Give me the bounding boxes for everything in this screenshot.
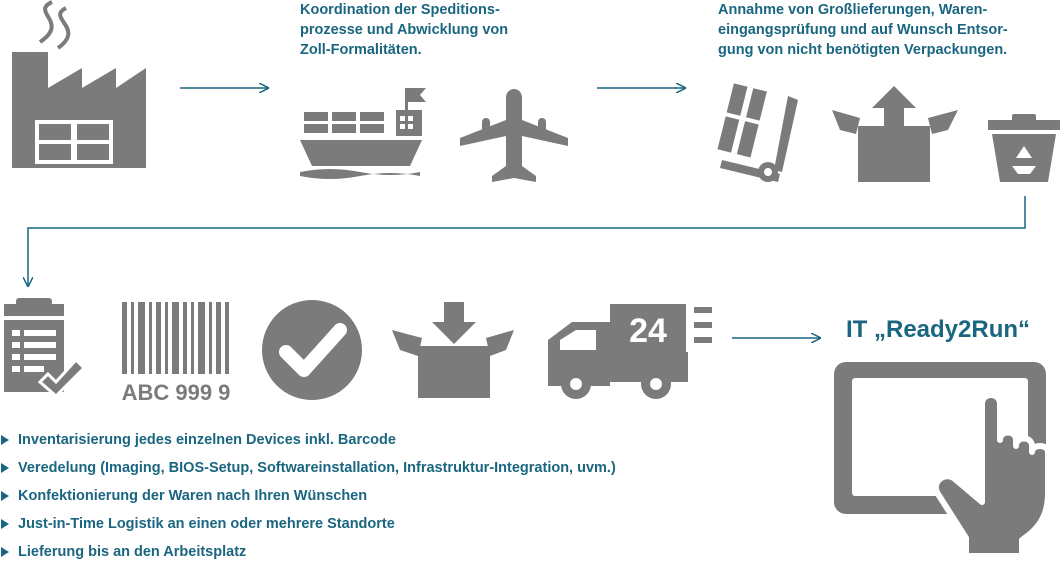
list-item: Lieferung bis an den Arbeitsplatz — [0, 538, 616, 566]
shipping-caption: Koordination der Speditions- prozesse un… — [300, 2, 509, 58]
hand-truck-icon — [717, 83, 798, 182]
bullet-triangle-icon — [1, 547, 9, 557]
touch-monitor-icon — [834, 362, 1051, 559]
cargo-ship-icon — [300, 88, 426, 179]
unpack-box-icon — [832, 86, 958, 182]
target-title: IT „Ready2Run“ — [846, 316, 1031, 343]
barcode-label: ABC 999 9 — [122, 380, 231, 405]
recycle-bin-icon — [988, 114, 1060, 182]
bullet-triangle-icon — [1, 463, 9, 473]
factory-icon — [12, 0, 146, 168]
bullet-triangle-icon — [1, 491, 9, 501]
list-item: Veredelung (Imaging, BIOS-Setup, Softwar… — [0, 454, 616, 482]
airplane-icon — [460, 89, 568, 182]
barcode-icon: ABC 999 9 — [122, 302, 231, 405]
pack-box-icon — [392, 302, 514, 398]
bullet-triangle-icon — [1, 519, 9, 529]
receiving-caption: Annahme von Großlieferungen, Waren- eing… — [718, 2, 1008, 58]
list-item: Just-in-Time Logistik an einen oder mehr… — [0, 510, 616, 538]
delivery-badge-text: 24 — [629, 312, 667, 350]
service-list: Inventarisierung jedes einzelnen Devices… — [0, 426, 616, 566]
delivery-truck-24-icon: 24 — [548, 304, 712, 399]
checkmark-circle-icon — [262, 300, 362, 400]
list-item: Inventarisierung jedes einzelnen Devices… — [0, 426, 616, 454]
clipboard-check-icon — [4, 298, 87, 399]
connector-arrows — [28, 88, 1026, 338]
list-item: Konfektionierung der Waren nach Ihren Wü… — [0, 482, 616, 510]
bullet-triangle-icon — [1, 435, 9, 445]
